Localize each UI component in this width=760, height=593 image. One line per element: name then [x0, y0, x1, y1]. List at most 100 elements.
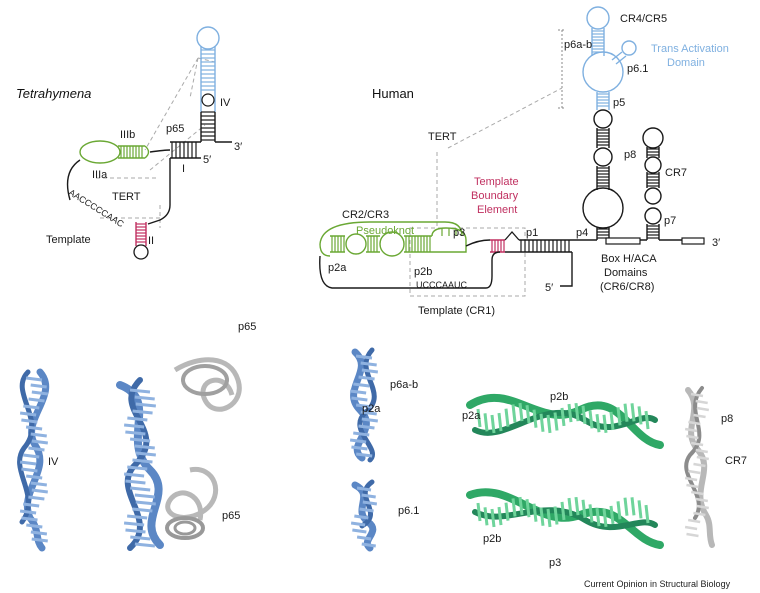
helix-base: [688, 469, 701, 475]
helix-base: [127, 465, 148, 471]
label-cr4-cr5: CR4/CR5: [620, 13, 667, 25]
three-prime-label: 3′: [234, 141, 242, 153]
ribbon-cr7: [684, 386, 715, 548]
helix-base: [351, 396, 368, 402]
helix-base: [623, 497, 629, 516]
helix-base: [21, 516, 38, 522]
helix-base: [123, 423, 145, 429]
helix-base: [687, 518, 701, 524]
helix-base: [127, 416, 148, 422]
struct-label-p65-top: p65: [238, 321, 256, 333]
helix-base: [693, 511, 706, 517]
struct-label-cr7: CR7: [725, 455, 747, 467]
helix-base: [616, 501, 622, 520]
five-prime-end-human: [560, 252, 573, 287]
label-iiia: IIIa: [92, 169, 108, 181]
helix-base: [355, 403, 373, 409]
helix-base: [532, 503, 538, 522]
trans-activation-line2: Domain: [667, 57, 705, 69]
helix-base: [588, 410, 594, 429]
helix-base: [525, 405, 531, 424]
helix-base: [23, 453, 40, 459]
helix-base: [356, 535, 372, 541]
helix-base: [518, 496, 524, 516]
struct-label-p2a: p2a: [462, 410, 481, 422]
helix-base: [497, 506, 503, 526]
helix-base: [135, 500, 156, 506]
helix-base: [684, 427, 698, 433]
helix-base: [567, 497, 573, 517]
helix-base: [123, 472, 145, 478]
label-p2a: p2a: [328, 262, 347, 274]
label-p5: p5: [613, 97, 625, 109]
three-prime-label-human: 3′: [712, 237, 720, 249]
label-pseudoknot: Pseudoknot: [356, 225, 414, 237]
helix-base: [352, 528, 367, 534]
stem-ii-loop: [133, 244, 149, 260]
helix-base: [483, 507, 489, 526]
helix-base: [31, 537, 48, 543]
box-hac-line2: Domains: [604, 267, 648, 279]
helix-base: [602, 414, 608, 433]
helix-base: [132, 409, 153, 415]
helix-base: [25, 376, 43, 382]
label-i: I: [182, 163, 185, 175]
helix-base: [30, 383, 47, 389]
helix-base: [362, 500, 378, 506]
label-tert: TERT: [112, 191, 141, 203]
helix-base: [134, 493, 155, 499]
helix-base: [630, 403, 636, 422]
helix-base: [574, 496, 580, 516]
helix-base: [630, 497, 636, 516]
helix-base: [684, 476, 698, 482]
helix-base: [695, 448, 708, 454]
helix-base: [358, 375, 375, 381]
struct-label-p6ab: p6a-b: [390, 379, 418, 391]
helix-base: [31, 488, 48, 494]
helix-base: [546, 414, 552, 434]
helix-base: [135, 402, 156, 408]
ribbon-iv: [17, 368, 50, 552]
helix-base: [476, 408, 482, 428]
helix-base: [350, 521, 366, 527]
helix-base: [135, 451, 156, 457]
helix-base: [546, 508, 552, 528]
helix-base: [623, 403, 629, 422]
helix-base: [560, 501, 566, 521]
stem-iii-pseudoknot: [79, 140, 150, 164]
label-p7: p7: [664, 215, 676, 227]
helix-base: [349, 438, 367, 444]
tetrahymena-panel: Tetrahymena IV p65 3′ 5′ I IIIb IIIa: [16, 26, 242, 260]
helix-base: [688, 420, 701, 426]
helix-base: [125, 430, 146, 436]
label-p3: p3: [453, 227, 465, 239]
helix-base: [695, 497, 709, 503]
helix-base: [686, 532, 699, 538]
helix-base: [349, 389, 367, 395]
struct-label-p3: p3: [549, 557, 561, 569]
ribbon-pseudoknot-top: [466, 393, 664, 449]
helix-base: [19, 509, 37, 515]
helix-base: [28, 495, 45, 501]
struct-label-p2b-bottom: p2b: [483, 533, 501, 545]
helix-base: [361, 493, 376, 499]
ribbon-p6ab: [349, 347, 379, 463]
helix-base: [644, 410, 650, 430]
helix-base: [22, 502, 40, 508]
helix-base: [616, 407, 622, 426]
helix-base: [693, 462, 706, 468]
human-lower-backbone: [319, 251, 501, 289]
helix-base: [483, 413, 489, 432]
tert-dashed-connector-human: [436, 87, 563, 228]
label-p61: p6.1: [627, 63, 648, 75]
helix-base: [602, 508, 608, 527]
struct-label-p65-bottom: p65: [222, 510, 240, 522]
label-cr2-cr3: CR2/CR3: [342, 209, 389, 221]
label-ii: II: [148, 235, 154, 247]
helix-base: [490, 414, 496, 434]
helix-base: [25, 425, 43, 431]
helix-base: [19, 460, 37, 466]
helix-base: [19, 411, 37, 417]
helix-base: [539, 413, 545, 432]
label-iv: IV: [220, 97, 231, 109]
